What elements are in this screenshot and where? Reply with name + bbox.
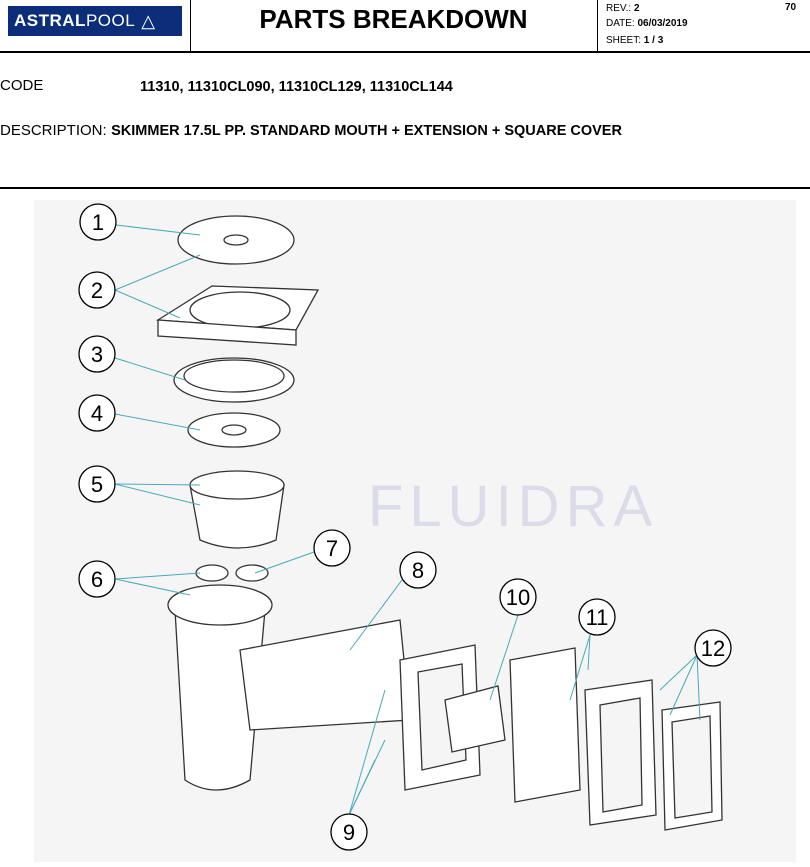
callout-circle xyxy=(78,335,116,373)
logo-text-bold: ASTRAL xyxy=(14,11,86,30)
callout-number: 12 xyxy=(701,636,725,661)
fluidra-watermark: FLUIDRA xyxy=(368,474,658,539)
logo-text-light: POOL xyxy=(85,11,136,30)
rev-value: 2 xyxy=(633,3,640,14)
description: DESCRIPTION: SKIMMER 17.5L PP. STANDARD … xyxy=(0,122,622,140)
description-label: DESCRIPTION: xyxy=(0,122,107,139)
callout-6: 6 xyxy=(78,560,116,598)
callout-3: 3 xyxy=(78,335,116,373)
header-rule xyxy=(0,51,810,53)
code-label: CODE xyxy=(0,77,44,94)
callout-11: 11 xyxy=(578,598,616,636)
callout-circle xyxy=(78,465,116,503)
callout-5: 5 xyxy=(78,465,116,503)
callout-9: 9 xyxy=(330,813,368,851)
divider xyxy=(597,0,598,52)
code-value: 11310, 11310CL090, 11310CL129, 11310CL14… xyxy=(140,79,453,95)
part-11-gasket xyxy=(509,647,581,803)
callout-circle xyxy=(78,271,116,309)
part-8-extension xyxy=(239,619,411,731)
part-10-flap xyxy=(444,685,506,753)
sheet: SHEET: 1 / 3 xyxy=(606,35,663,46)
callout-circle xyxy=(79,203,117,241)
callout-circle xyxy=(78,560,116,598)
callout-number: 11 xyxy=(586,605,609,630)
callout-number: 6 xyxy=(91,567,103,592)
date-value: 06/03/2019 xyxy=(637,18,688,29)
callout-7: 7 xyxy=(313,529,351,567)
date: DATE: 06/03/2019 xyxy=(606,18,688,29)
callout-number: 4 xyxy=(91,401,103,426)
callout-2: 2 xyxy=(78,271,116,309)
callout-circle xyxy=(78,394,116,432)
description-value: SKIMMER 17.5L PP. STANDARD MOUTH + EXTEN… xyxy=(111,123,622,139)
divider xyxy=(190,0,191,52)
section-rule xyxy=(0,187,810,189)
callout-number: 5 xyxy=(91,472,103,497)
callout-1: 1 xyxy=(79,203,117,241)
callout-number: 1 xyxy=(92,210,104,235)
callout-circle xyxy=(499,578,537,616)
part-5-basket xyxy=(189,484,285,549)
sheet-label: SHEET: xyxy=(606,35,642,46)
page-number: 70 xyxy=(785,2,797,13)
callout-circle xyxy=(330,813,368,851)
callout-12: 12 xyxy=(694,629,732,667)
revision: REV.: 2 xyxy=(606,3,640,14)
callout-number: 10 xyxy=(506,585,530,610)
part-6-plug xyxy=(195,564,229,582)
page-title: PARTS BREAKDOWN xyxy=(259,4,528,34)
sheet-value: 1 / 3 xyxy=(643,35,664,46)
logo-triangle-icon: △ xyxy=(141,10,156,31)
callout-number: 9 xyxy=(343,820,355,845)
date-label: DATE: xyxy=(606,18,635,29)
callout-number: 8 xyxy=(412,558,424,583)
callout-number: 2 xyxy=(91,278,103,303)
callout-circle xyxy=(313,529,351,567)
callout-circle xyxy=(578,598,616,636)
callout-number: 3 xyxy=(91,342,103,367)
callout-number: 7 xyxy=(326,536,338,561)
callout-10: 10 xyxy=(499,578,537,616)
callout-4: 4 xyxy=(78,394,116,432)
callout-8: 8 xyxy=(399,551,437,589)
callout-circle xyxy=(399,551,437,589)
rev-label: REV.: xyxy=(606,3,632,14)
callout-circle xyxy=(694,629,732,667)
part-7-plug xyxy=(235,564,269,582)
